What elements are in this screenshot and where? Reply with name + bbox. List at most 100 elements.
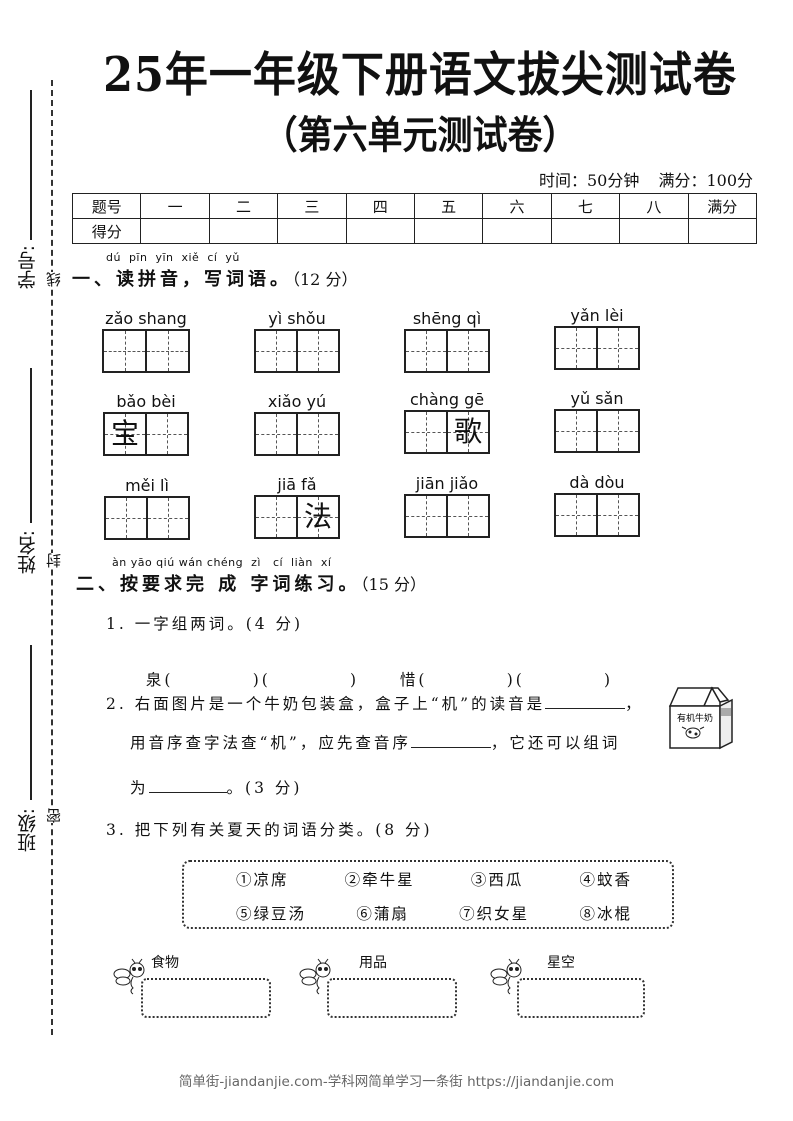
- word-bank-item: ⑥蒲扇: [356, 905, 409, 923]
- tianzige-cell[interactable]: [147, 331, 188, 371]
- word-pinyin: chàng gē: [409, 390, 485, 409]
- tianzige-cell[interactable]: [556, 411, 598, 451]
- category-answer-box[interactable]: [141, 978, 271, 1018]
- score-table-cell: 四: [345, 193, 415, 219]
- word-item: jiā fǎ 法: [254, 475, 340, 539]
- exam-info: 时间：50分钟 满分：100分: [525, 167, 753, 191]
- page-title: 25年一年级下册语文拔尖测试卷: [103, 47, 737, 103]
- word-item: měi lì: [104, 476, 190, 540]
- tianzige-grid: [254, 412, 340, 456]
- word-item: yǔ sǎn: [554, 389, 640, 453]
- tianzige-cell[interactable]: [148, 498, 188, 538]
- tianzige-cell[interactable]: [256, 497, 298, 537]
- score-input-cell[interactable]: [140, 218, 210, 244]
- q1-char: 惜: [399, 671, 419, 689]
- word-pinyin: zǎo shang: [105, 309, 187, 328]
- tianzige-cell[interactable]: [406, 496, 448, 536]
- seal-char-seal: 封: [43, 553, 64, 568]
- tianzige-grid: 法: [254, 495, 340, 539]
- category-answer-box[interactable]: [517, 978, 645, 1018]
- category-food: 食物: [113, 952, 271, 1022]
- score-input-cell[interactable]: [277, 218, 347, 244]
- full-score: 满分：100分: [658, 171, 753, 190]
- section1-pinyin: dú pīn yīn xiě cí yǔ: [106, 251, 240, 264]
- tianzige-cell[interactable]: [298, 414, 338, 454]
- class-blank[interactable]: [30, 645, 32, 800]
- q2-blank-word[interactable]: [148, 777, 227, 793]
- word-item: chàng gē 歌: [404, 390, 490, 454]
- score-input-cell[interactable]: [550, 218, 621, 244]
- name-label: 姓名:: [17, 530, 39, 575]
- tianzige-cell[interactable]: 歌: [448, 412, 488, 452]
- score-table-score-row: 得分: [71, 218, 758, 244]
- tianzige-cell[interactable]: [298, 331, 338, 371]
- score-input-cell[interactable]: [208, 218, 279, 244]
- name-blank[interactable]: [30, 368, 32, 523]
- score-input-cell[interactable]: [619, 218, 689, 244]
- section2-points: （15 分）: [360, 575, 426, 594]
- q3-text: 3. 把下列有关夏天的词语分类。(8 分): [106, 821, 433, 839]
- seal-char-secret: 密: [43, 808, 64, 823]
- q2-blank-index[interactable]: [410, 732, 491, 748]
- score-table-cell: 六: [482, 193, 552, 219]
- q1-answer-slots[interactable]: ( )( ): [418, 671, 614, 689]
- tianzige-grid: [554, 326, 640, 370]
- word-bank-row: ①凉席 ②牵牛星 ③西瓜 ④蚊香: [184, 864, 672, 898]
- tianzige-cell[interactable]: 宝: [105, 414, 147, 454]
- tianzige-cell[interactable]: [147, 414, 187, 454]
- word-pinyin: xiǎo yú: [267, 392, 327, 411]
- q1-item: 泉( )( ): [130, 650, 359, 690]
- seal-char-line: 线: [43, 272, 64, 287]
- bee-icon: [113, 958, 145, 995]
- tianzige-cell[interactable]: [406, 331, 448, 371]
- word-item: xiǎo yú: [254, 392, 340, 456]
- q1-text: 1. 一字组两词。(4 分): [106, 615, 304, 633]
- q2-line2: 用音序查字法查“机”，应先查音序，它还可以组词: [130, 732, 621, 752]
- word-item: zǎo shang: [102, 309, 190, 373]
- tianzige-grid: [554, 493, 640, 537]
- student-id-blank[interactable]: [30, 90, 32, 240]
- tianzige-cell[interactable]: [406, 412, 448, 452]
- word-bank-box: ①凉席 ②牵牛星 ③西瓜 ④蚊香 ⑤绿豆汤 ⑥蒲扇 ⑦织女星 ⑧冰棍: [182, 860, 674, 929]
- tianzige-cell[interactable]: [448, 496, 488, 536]
- score-input-cell[interactable]: [345, 218, 415, 244]
- word-pinyin: yì shǒu: [268, 309, 326, 328]
- category-answer-box[interactable]: [327, 978, 457, 1018]
- tianzige-cell[interactable]: [256, 414, 298, 454]
- q1-item: 惜( )( ): [384, 650, 613, 690]
- tianzige-cell[interactable]: [106, 498, 148, 538]
- bee-icon: [490, 958, 522, 995]
- section1-heading: 一、读拼音，写词语。（12 分）: [72, 265, 357, 291]
- bee-icon: [299, 958, 331, 995]
- score-table-cell: 三: [277, 193, 347, 219]
- word-bank-item: ①凉席: [236, 871, 289, 889]
- tianzige-cell[interactable]: [598, 411, 638, 451]
- word-bank-item: ⑤绿豆汤: [236, 905, 307, 923]
- tianzige-grid: 宝: [103, 412, 189, 456]
- q1-answer-slots[interactable]: ( )( ): [164, 671, 360, 689]
- tianzige-cell[interactable]: 法: [298, 497, 338, 537]
- section1-title: 一、读拼音，写词语。: [72, 269, 292, 290]
- q2-line1: 2. 右面图片是一个牛奶包装盒，盒子上“机”的读音是，: [106, 693, 644, 713]
- score-table-cell: 一: [140, 193, 210, 219]
- word-item: dà dòu: [554, 473, 640, 537]
- section2-title: 二、按要求完 成 字词练习。: [76, 574, 361, 595]
- word-item: jiān jiǎo: [404, 474, 490, 538]
- tianzige-cell[interactable]: [556, 328, 598, 368]
- footer-watermark: 简单街-jiandanjie.com-学科网简单学习一条街 https://ji…: [178, 1074, 615, 1090]
- category-label: 用品: [359, 955, 387, 971]
- score-input-cell[interactable]: [413, 218, 484, 244]
- tianzige-cell[interactable]: [448, 331, 488, 371]
- score-input-cell[interactable]: [687, 218, 758, 244]
- category-sky: 星空: [490, 952, 645, 1022]
- q2-blank-reading[interactable]: [545, 693, 626, 709]
- tianzige-cell[interactable]: [556, 495, 598, 535]
- score-table-cell: 题号: [71, 193, 142, 219]
- tianzige-cell[interactable]: [104, 331, 147, 371]
- score-input-cell[interactable]: [482, 218, 552, 244]
- tianzige-cell[interactable]: [598, 328, 638, 368]
- word-bank-item: ⑦织女星: [459, 905, 530, 923]
- tianzige-cell[interactable]: [256, 331, 298, 371]
- tianzige-grid: 歌: [404, 410, 490, 454]
- tianzige-cell[interactable]: [598, 495, 638, 535]
